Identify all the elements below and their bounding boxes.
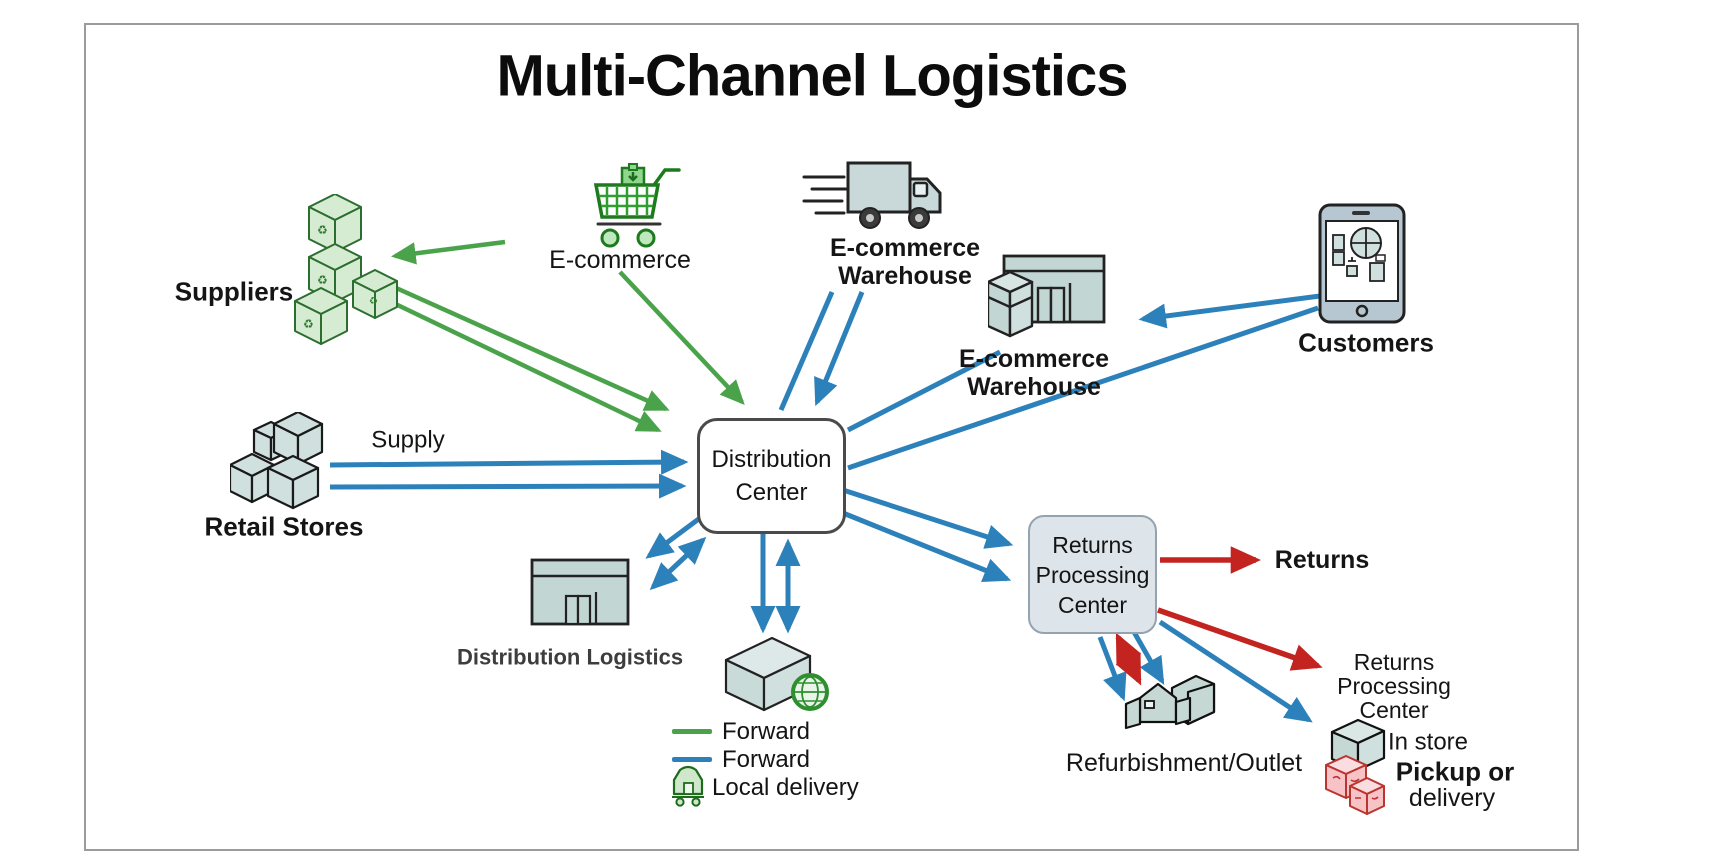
delivery-label: delivery: [1408, 783, 1496, 812]
ecommerce-warehouse-store-label: E-commerce Warehouse: [958, 344, 1110, 401]
svg-text:♻: ♻: [369, 296, 378, 307]
ecommerce-label: E-commerce: [549, 245, 691, 274]
returns-processing-center-box-label: Returns Processing Center: [1035, 531, 1150, 618]
distribution-center-label: Distribution Center: [711, 446, 832, 506]
legend-forward-green-label: Forward: [722, 718, 811, 745]
svg-text:♻: ♻: [303, 317, 314, 331]
page-title: Multi-Channel Logistics: [496, 43, 1128, 109]
ecommerce-warehouse-truck-label: E-commerce Warehouse: [829, 233, 981, 290]
supply-label: Supply: [371, 426, 445, 454]
delivery-truck-icon: [802, 161, 942, 229]
legend-local-delivery-label: Local delivery: [712, 774, 859, 801]
retail-stores-cubes-icon: [230, 412, 324, 510]
customers-tablet-icon: [1318, 203, 1406, 324]
legend-forward-blue-label: Forward: [722, 746, 811, 773]
refurbishment-outlet-icon: [1124, 674, 1216, 730]
distribution-logistics-building-icon: [530, 558, 630, 626]
legend-green-line-swatch: [672, 729, 712, 734]
svg-text:♻: ♻: [317, 223, 328, 237]
returns-processing-center-text-label: Returns Processing Center: [1337, 649, 1451, 723]
local-delivery-house-icon: [672, 765, 704, 807]
suppliers-label: Suppliers: [174, 276, 294, 307]
warehouse-store-icon: [988, 254, 1106, 338]
returns-label: Returns: [1274, 545, 1370, 574]
returns-processing-center-box: Returns Processing Center: [1028, 515, 1157, 634]
instore-boxes-icon: [1325, 718, 1386, 815]
shopping-cart-icon: [593, 163, 681, 248]
in-store-label: In store: [1387, 728, 1469, 756]
legend-blue-line-swatch: [672, 757, 712, 762]
svg-text:♻: ♻: [317, 273, 328, 287]
suppliers-cubes-icon: ♻ ♻ ♻ ♻: [294, 194, 398, 345]
distribution-logistics-label: Distribution Logistics: [456, 644, 684, 670]
distribution-center-box: Distribution Center: [697, 418, 846, 534]
refurbishment-outlet-label: Refurbishment/Outlet: [1065, 748, 1303, 777]
box-globe-icon: [724, 636, 829, 712]
pickup-or-label: Pickup or: [1395, 756, 1515, 787]
retail-stores-label: Retail Stores: [204, 511, 364, 542]
customers-label: Customers: [1298, 327, 1434, 358]
